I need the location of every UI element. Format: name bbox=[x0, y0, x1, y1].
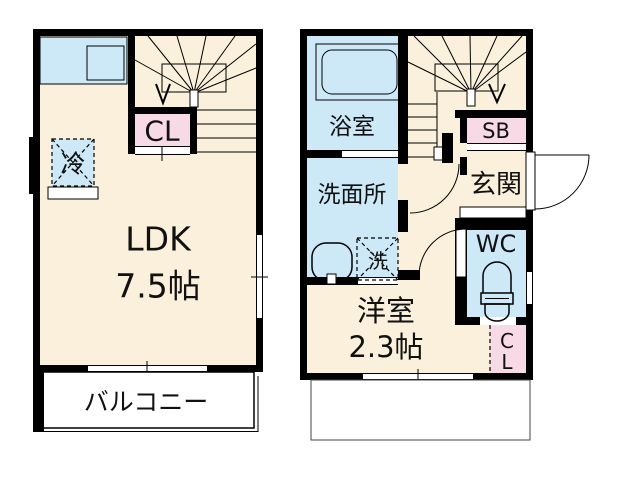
wc-door bbox=[418, 228, 467, 278]
window bbox=[251, 235, 268, 318]
closet-letter-top: C bbox=[500, 329, 514, 353]
entrance-door bbox=[525, 151, 590, 211]
entrance-label: 玄関 bbox=[470, 170, 522, 200]
shoe-box-door bbox=[467, 143, 526, 151]
bedroom-size-label: 2.3帖 bbox=[348, 330, 423, 364]
stairs-down-arrow-icon bbox=[155, 83, 171, 106]
washroom-label: 洗面所 bbox=[318, 182, 387, 208]
refrigerator-icon bbox=[47, 138, 99, 200]
closet-box bbox=[135, 114, 190, 146]
shoe-box bbox=[467, 118, 526, 143]
shoe-box-label: SB bbox=[482, 119, 510, 143]
window bbox=[526, 272, 533, 304]
wall bbox=[190, 107, 197, 154]
bedroom-label: 洋室 bbox=[357, 294, 415, 328]
toilet-icon bbox=[480, 261, 514, 322]
porch bbox=[310, 379, 531, 441]
closet-door bbox=[135, 146, 190, 161]
stairs-icon bbox=[134, 35, 257, 153]
wall bbox=[128, 107, 197, 114]
refrigerator-label: 冷 bbox=[60, 150, 85, 179]
closet-letter-bottom: L bbox=[501, 350, 513, 374]
closet-label: CL bbox=[144, 115, 180, 148]
ldk-room bbox=[36, 32, 260, 369]
kitchen-counter-icon bbox=[39, 36, 128, 85]
wall bbox=[128, 36, 135, 154]
bathroom-washroom-area bbox=[307, 36, 398, 285]
ldk-label: LDK bbox=[125, 220, 192, 259]
bathroom-door bbox=[342, 150, 398, 158]
entrance-step bbox=[459, 206, 527, 219]
washroom-door-arc bbox=[409, 163, 460, 214]
ldk-size-label: 7.5帖 bbox=[115, 267, 200, 306]
washer-label: 洗 bbox=[368, 249, 388, 273]
washroom-sliding-door bbox=[358, 277, 398, 285]
bathroom-label: 浴室 bbox=[329, 114, 375, 140]
balcony bbox=[33, 371, 259, 432]
closet-box bbox=[490, 325, 526, 373]
wc-label: WC bbox=[476, 230, 517, 258]
washing-machine-icon bbox=[356, 237, 399, 281]
stairs-down-arrow-icon bbox=[488, 83, 506, 105]
floor-right: 浴室 洗面所 洗 SB 玄関 WC C L 洋室 2.3帖 bbox=[300, 29, 590, 441]
floor-left: LDK 7.5帖 CL 冷 バルコニー bbox=[29, 29, 268, 432]
balcony-label: バルコニー bbox=[84, 388, 209, 417]
washbasin-icon bbox=[311, 242, 353, 285]
